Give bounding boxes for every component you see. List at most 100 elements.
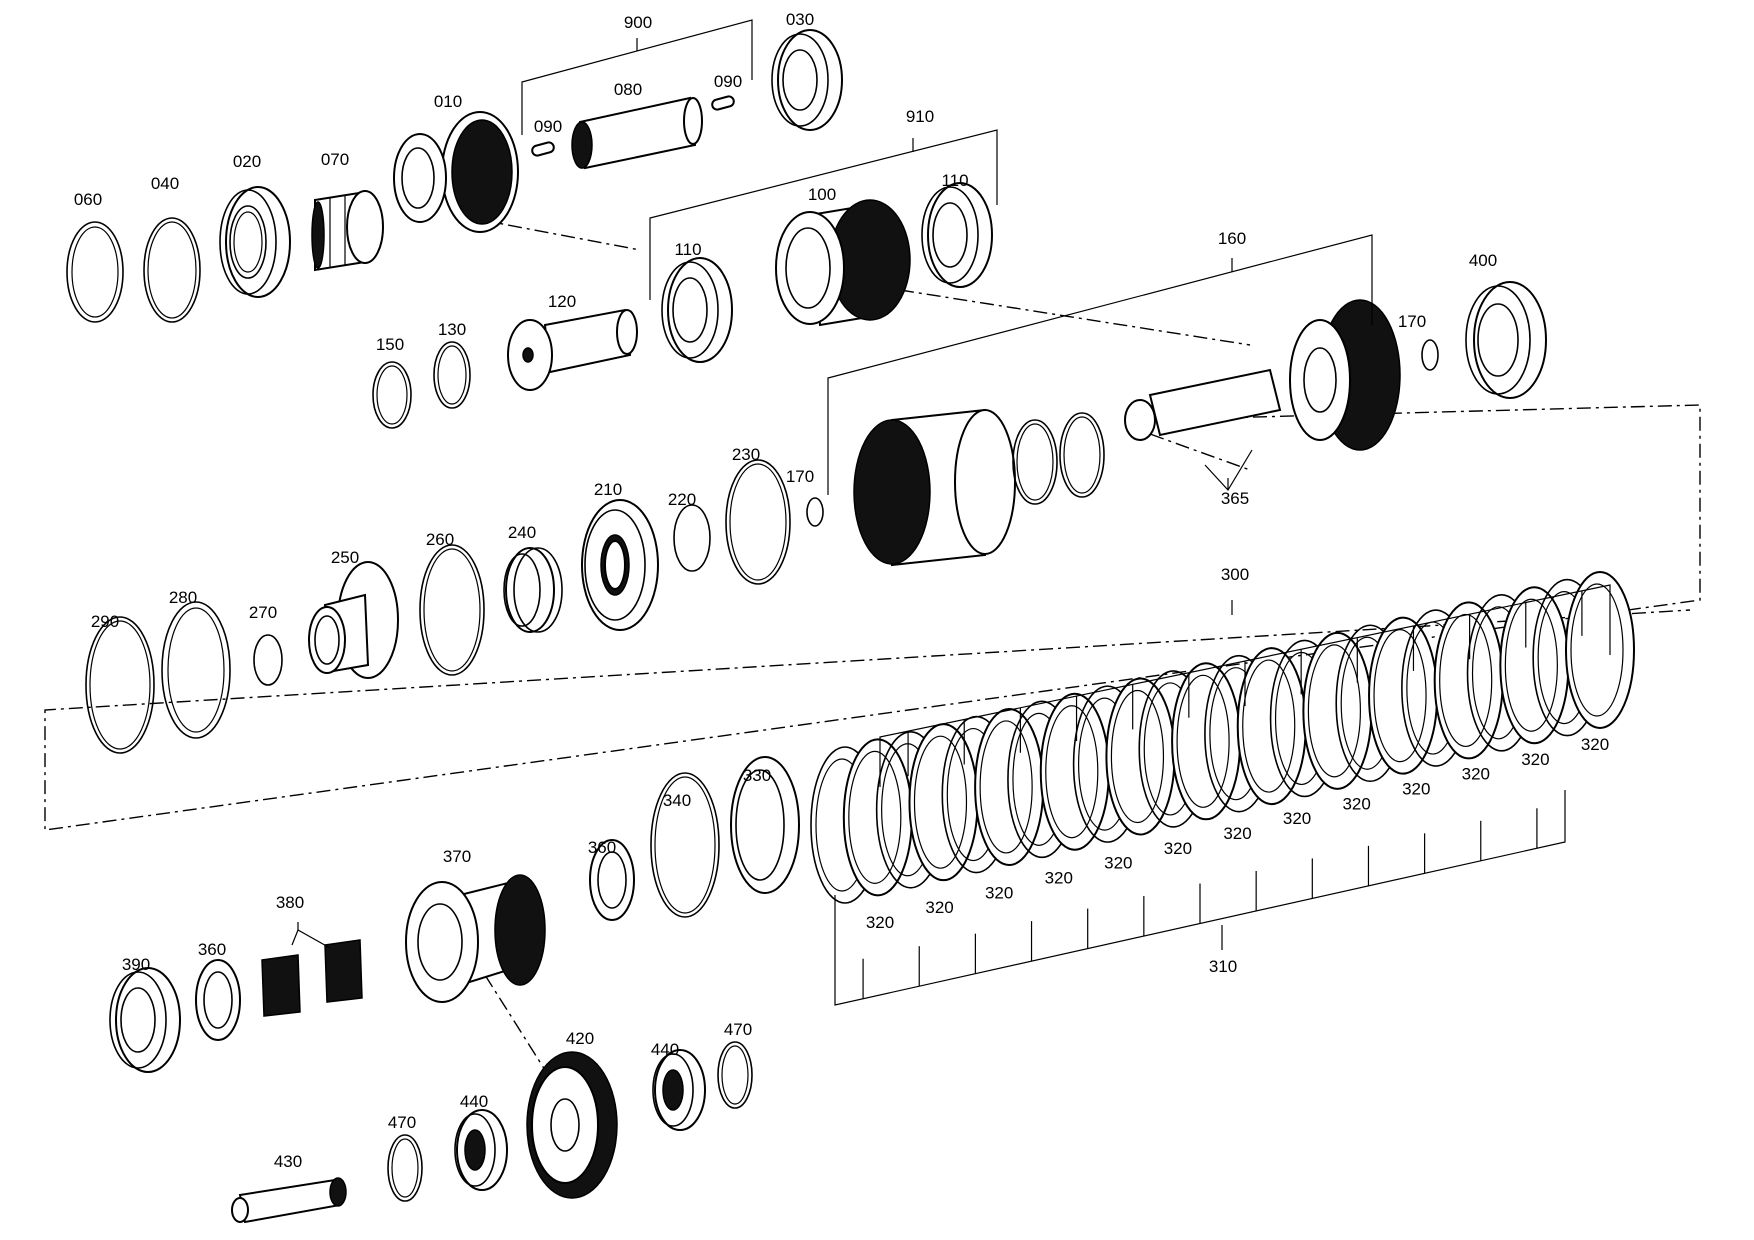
clutch-plate xyxy=(1499,586,1570,745)
part-110-bearing-right xyxy=(921,182,993,288)
part-210-piston xyxy=(581,499,659,631)
label-470-right: 470 xyxy=(724,1020,752,1039)
label-070: 070 xyxy=(321,150,349,169)
label-020: 020 xyxy=(233,152,261,171)
clutch-plate-inner xyxy=(913,735,968,869)
label-010: 010 xyxy=(434,92,462,111)
part-labels: 010 020 030 040 060 070 080 090 090 100 … xyxy=(74,10,1497,1171)
label-110-right: 110 xyxy=(941,171,968,190)
label-320: 320 xyxy=(1342,794,1370,813)
label-260: 260 xyxy=(426,530,454,549)
label-230: 230 xyxy=(732,445,760,464)
clutch-plate-inner xyxy=(1176,674,1230,808)
label-090-right: 090 xyxy=(714,72,742,91)
clutch-plate xyxy=(1171,662,1242,821)
label-320: 320 xyxy=(925,898,953,917)
label-390: 390 xyxy=(122,955,150,974)
label-320: 320 xyxy=(1223,824,1251,843)
part-230-ring xyxy=(725,459,791,585)
part-040-ring xyxy=(143,217,201,323)
part-160-ring-a xyxy=(1012,419,1058,505)
part-120-shaft xyxy=(507,308,638,391)
part-430-shaft xyxy=(231,1177,347,1224)
label-310: 310 xyxy=(1209,957,1237,976)
clutch-plate-inner xyxy=(1045,705,1099,839)
label-100: 100 xyxy=(808,185,836,204)
label-365: 365 xyxy=(1221,489,1249,508)
part-370-gear xyxy=(405,874,546,1003)
part-160-shaft-gear xyxy=(1124,299,1401,451)
label-320: 320 xyxy=(1402,780,1430,799)
label-080: 080 xyxy=(614,80,642,99)
part-100-gear xyxy=(775,199,911,327)
part-150-snap-ring xyxy=(372,361,412,429)
clutch-plate xyxy=(1302,631,1373,790)
part-010-gear xyxy=(393,111,519,233)
clutch-plate xyxy=(974,707,1045,866)
label-170-left: 170 xyxy=(786,467,814,486)
label-420: 420 xyxy=(566,1029,594,1048)
clutch-plate xyxy=(1105,677,1176,836)
part-160-ring-b xyxy=(1059,412,1105,498)
label-320: 320 xyxy=(1104,854,1132,873)
part-060-snap-ring xyxy=(66,221,124,323)
part-280-ring xyxy=(161,601,231,739)
assembly-centerlines xyxy=(44,214,1701,1071)
label-320: 320 xyxy=(1462,765,1490,784)
clutch-plate-inner xyxy=(1570,583,1624,717)
part-160-drum xyxy=(853,408,1016,567)
part-390-bearing xyxy=(109,967,181,1073)
part-330-ring xyxy=(730,756,800,894)
clutch-plate-inner xyxy=(1242,659,1296,793)
label-320: 320 xyxy=(866,913,894,932)
clutch-plate xyxy=(1039,692,1110,851)
part-130-ring xyxy=(433,341,471,409)
label-320: 320 xyxy=(1581,735,1609,754)
label-110-left: 110 xyxy=(674,240,701,259)
label-320: 320 xyxy=(1164,839,1192,858)
part-440-bearing-right xyxy=(652,1049,706,1131)
part-400-bearing xyxy=(1465,281,1547,399)
part-250-hub xyxy=(308,561,399,679)
label-440-right: 440 xyxy=(651,1040,679,1059)
label-360-lower: 360 xyxy=(198,940,226,959)
part-470-snap-ring-left xyxy=(387,1134,423,1202)
part-440-bearing-left xyxy=(454,1109,508,1191)
clutch-plate-inner xyxy=(1307,644,1361,778)
label-360-upper: 360 xyxy=(588,838,616,857)
label-060: 060 xyxy=(74,190,102,209)
label-130: 130 xyxy=(438,320,466,339)
label-320: 320 xyxy=(985,883,1013,902)
label-040: 040 xyxy=(151,174,179,193)
label-250: 250 xyxy=(331,548,359,567)
label-270: 270 xyxy=(249,603,277,622)
part-090-pin-right xyxy=(711,95,735,111)
label-380: 380 xyxy=(276,893,304,912)
part-070-sleeve xyxy=(311,190,384,272)
clutch-plate xyxy=(1236,647,1307,806)
label-320: 320 xyxy=(1045,869,1073,888)
label-910: 910 xyxy=(906,107,934,126)
label-090-left: 090 xyxy=(534,117,562,136)
label-220: 220 xyxy=(668,490,696,509)
label-120: 120 xyxy=(548,292,576,311)
part-220-ring xyxy=(673,504,711,572)
label-240: 240 xyxy=(508,523,536,542)
part-360-ring-lower xyxy=(195,959,241,1041)
part-260-ring xyxy=(419,544,485,676)
part-170-ring-right xyxy=(1421,339,1439,371)
part-380-bushing-left xyxy=(261,954,301,1017)
label-330: 330 xyxy=(743,766,771,785)
label-280: 280 xyxy=(169,588,197,607)
label-470-left: 470 xyxy=(388,1113,416,1132)
part-470-snap-ring-right xyxy=(717,1041,753,1109)
part-080-pin xyxy=(571,96,703,170)
label-170-right: 170 xyxy=(1398,312,1426,331)
clutch-plate-inner xyxy=(1110,689,1165,824)
label-320: 320 xyxy=(1521,750,1549,769)
clutch-plate-inner xyxy=(979,720,1033,854)
leader-lines xyxy=(291,19,1373,949)
clutch-plate xyxy=(1565,571,1635,729)
